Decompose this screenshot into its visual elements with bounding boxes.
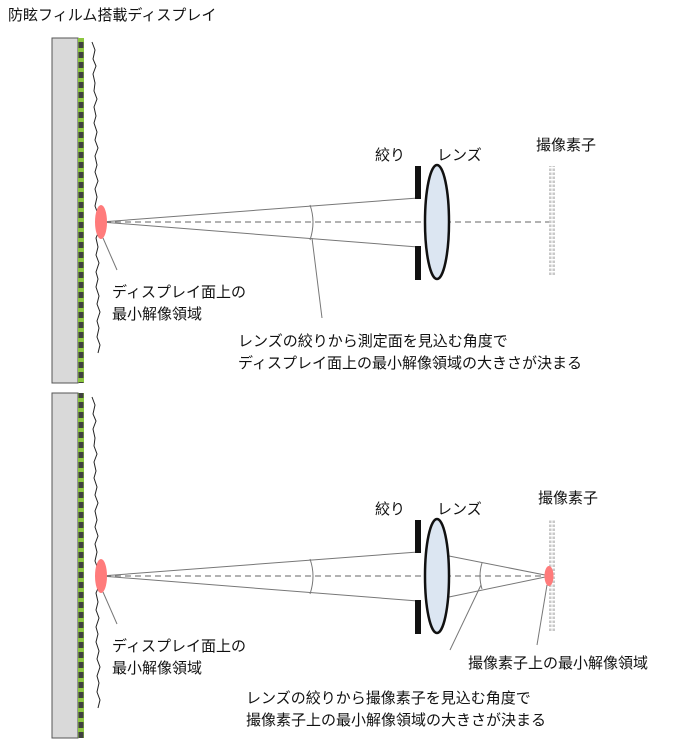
- image-ray-upper: [448, 555, 551, 577]
- angle-arc-object: [309, 558, 314, 595]
- bottom-panel: 絞り レンズ 撮像素子 ディスプレイ面上の 最小解像領域 撮像素子上の最小解像領…: [51, 392, 648, 739]
- ray-upper: [100, 197, 419, 223]
- lens: [423, 163, 451, 281]
- pixel-strip: [78, 393, 84, 738]
- angle-leader: [449, 584, 482, 651]
- display-region-label-2: 最小解像領域: [112, 305, 202, 323]
- antiglare-film-surface: [91, 396, 101, 709]
- image-ray-lower: [448, 575, 551, 598]
- antiglare-film-surface: [91, 41, 101, 354]
- display-resolution-spot: [95, 205, 107, 239]
- angle-leader: [311, 237, 323, 319]
- aperture-top: [415, 166, 421, 199]
- lens-label: レンズ: [437, 146, 482, 164]
- display-panel: [51, 37, 79, 384]
- angle-note-2: ディスプレイ面上の最小解像領域の大きさが決まる: [238, 354, 582, 372]
- aperture-bottom: [415, 600, 421, 634]
- image-sensor: [549, 166, 555, 276]
- aperture-top: [415, 520, 421, 553]
- diagram-title: 防眩フィルム搭載ディスプレイ: [8, 6, 216, 24]
- ray-upper: [100, 551, 419, 577]
- display-region-label-1: ディスプレイ面上の: [112, 283, 246, 301]
- angle-arc: [309, 204, 314, 241]
- ray-lower: [100, 221, 419, 248]
- aperture-bottom: [415, 246, 421, 280]
- sensor-region-label: 撮像素子上の最小解像領域: [468, 654, 648, 672]
- display-region-label-2: 最小解像領域: [112, 659, 202, 677]
- display-panel: [51, 392, 79, 739]
- ray-lower: [100, 575, 419, 602]
- angle-note-2: 撮像素子上の最小解像領域の大きさが決まる: [246, 711, 546, 729]
- angle-note-1: レンズの絞りから撮像素子を見込む角度で: [246, 689, 531, 707]
- lens-label: レンズ: [437, 500, 482, 518]
- pixel-strip: [78, 38, 84, 383]
- aperture-label: 絞り: [375, 146, 405, 164]
- sensor-resolution-spot: [544, 566, 554, 586]
- display-resolution-spot: [95, 559, 107, 593]
- aperture-label: 絞り: [375, 500, 405, 518]
- angle-arc-image: [479, 562, 483, 590]
- spot-leader: [102, 237, 118, 271]
- sensor-spot-leader: [536, 584, 548, 646]
- lens: [423, 517, 451, 635]
- angle-note-1: レンズの絞りから測定面を見込む角度で: [238, 332, 508, 350]
- display-region-label-1: ディスプレイ面上の: [112, 637, 246, 655]
- spot-leader: [102, 591, 118, 625]
- sensor-label: 撮像素子: [536, 136, 596, 154]
- sensor-label: 撮像素子: [538, 489, 598, 507]
- top-panel: 絞り レンズ 撮像素子 ディスプレイ面上の 最小解像領域 レンズの絞りから測定面…: [51, 37, 596, 384]
